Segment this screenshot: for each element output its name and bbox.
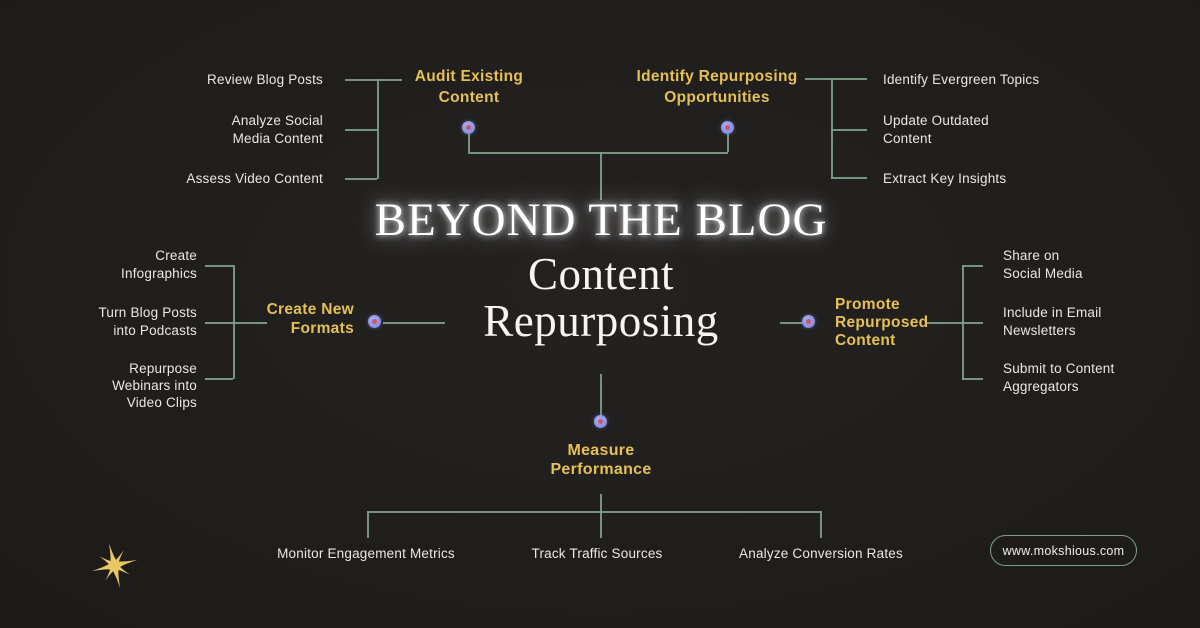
item-extract-key-insights: Extract Key Insights: [883, 171, 1007, 186]
branch-label-identify: Identify Repurposing Opportunities: [636, 68, 798, 106]
connector-line: [727, 134, 729, 152]
connector-line: [927, 322, 983, 324]
branch-label-audit: Audit Existing Content: [414, 68, 524, 106]
connector-line: [205, 322, 267, 324]
branch-label-create: Create New Formats: [266, 301, 354, 337]
item-share-social-media: Share on Social Media: [1003, 248, 1083, 281]
title-eyebrow: BEYOND THE BLOG: [374, 194, 828, 246]
item-identify-evergreen-topics: Identify Evergreen Topics: [883, 72, 1040, 87]
item-track-traffic-sources: Track Traffic Sources: [531, 546, 663, 561]
connector-line: [780, 322, 804, 324]
connector-line: [367, 511, 821, 513]
branch-label-promote: Promote Repurposed Content: [835, 296, 929, 349]
website-link-label: www.mokshious.com: [1002, 543, 1125, 558]
item-submit-content-aggregators: Submit to Content Aggregators: [1003, 361, 1115, 394]
connector-line: [600, 374, 602, 416]
item-include-email-newsletters: Include in Email Newsletters: [1003, 305, 1102, 338]
sparkle-star-icon: [91, 542, 138, 589]
item-assess-video-content: Assess Video Content: [186, 171, 323, 186]
item-turn-blog-posts-podcasts: Turn Blog Posts into Podcasts: [98, 305, 197, 338]
connector-line: [205, 265, 233, 267]
connector-line: [962, 265, 983, 267]
item-repurpose-webinars: Repurpose Webinars into Video Clips: [112, 361, 197, 410]
item-monitor-engagement-metrics: Monitor Engagement Metrics: [277, 546, 455, 561]
connector-line: [831, 129, 867, 131]
connector-line: [831, 78, 833, 178]
branch-label-measure: Measure Performance: [550, 442, 652, 478]
connector-line: [367, 511, 369, 538]
connector-line: [345, 178, 377, 180]
connector-line: [962, 265, 964, 379]
page-title: Content Repurposing: [483, 249, 719, 346]
connector-line: [345, 129, 377, 131]
flower-node-icon: [802, 315, 815, 328]
connector-line: [345, 79, 402, 81]
connector-line: [377, 79, 379, 179]
item-update-outdated-content: Update Outdated Content: [883, 113, 989, 146]
connector-line: [233, 265, 235, 379]
connector-line: [600, 152, 602, 200]
flower-node-icon: [462, 121, 475, 134]
connector-line: [205, 378, 233, 380]
connector-line: [468, 134, 470, 152]
connector-line: [962, 378, 983, 380]
item-create-infographics: Create Infographics: [121, 248, 197, 281]
connector-line: [831, 177, 867, 179]
item-analyze-social-media: Analyze Social Media Content: [231, 113, 323, 146]
connector-line: [805, 78, 867, 80]
website-link[interactable]: www.mokshious.com: [990, 535, 1137, 566]
connector-line: [468, 152, 728, 154]
connector-line: [383, 322, 445, 324]
flower-node-icon: [721, 121, 734, 134]
connector-line: [600, 494, 602, 538]
item-review-blog-posts: Review Blog Posts: [207, 72, 323, 87]
flower-node-icon: [594, 415, 607, 428]
flower-node-icon: [368, 315, 381, 328]
item-analyze-conversion-rates: Analyze Conversion Rates: [739, 546, 903, 561]
connector-line: [820, 511, 822, 538]
